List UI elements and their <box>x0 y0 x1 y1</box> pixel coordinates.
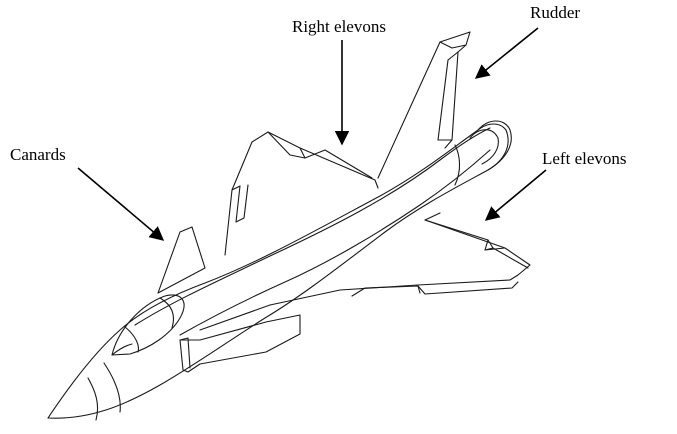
left-elevon-hinge-b <box>417 285 421 294</box>
canards-arrow <box>77 167 165 241</box>
canards-label: Canards <box>10 145 66 164</box>
left-wing-tip <box>484 247 506 251</box>
rudder-arrow <box>474 27 539 79</box>
intake-box <box>179 314 301 373</box>
right-elevon-outer <box>304 149 373 179</box>
left-elevon-hinge-a <box>484 239 489 251</box>
tail-root <box>439 41 467 49</box>
right-elevon-hinge <box>299 147 306 159</box>
right-wing-trailing <box>231 184 249 223</box>
left-wing-lower-edge <box>199 304 271 331</box>
engine-nozzle-inner <box>469 129 499 165</box>
intake-edge <box>179 337 191 369</box>
fuselage-lower-outline <box>47 129 509 419</box>
canard <box>157 226 206 294</box>
rudder-label: Rudder <box>530 3 580 22</box>
engine-ring <box>454 144 461 186</box>
fuselage-upper-outline <box>47 123 507 419</box>
nose-ring-2 <box>103 362 121 413</box>
canopy-windscreen <box>111 343 133 356</box>
left-elevon-inner <box>351 281 519 297</box>
rudder <box>437 51 459 141</box>
aircraft-drawing <box>47 31 531 421</box>
cockpit-canopy <box>111 294 185 356</box>
fuselage-spine-line <box>134 127 491 326</box>
engine-nozzle-outer <box>477 120 512 171</box>
left-wing <box>269 212 531 306</box>
right-elevon-inner <box>267 131 306 159</box>
canopy-frame-1 <box>124 326 139 353</box>
left-elevons-arrow <box>484 169 547 221</box>
right-elevons-label: Right elevons <box>292 17 386 36</box>
left-elevon-outer <box>424 219 529 269</box>
left-elevons-label: Left elevons <box>542 149 627 168</box>
fuselage-side-contour <box>179 149 491 336</box>
nose-ring-1 <box>87 377 99 421</box>
canopy-frame-2 <box>159 297 175 329</box>
